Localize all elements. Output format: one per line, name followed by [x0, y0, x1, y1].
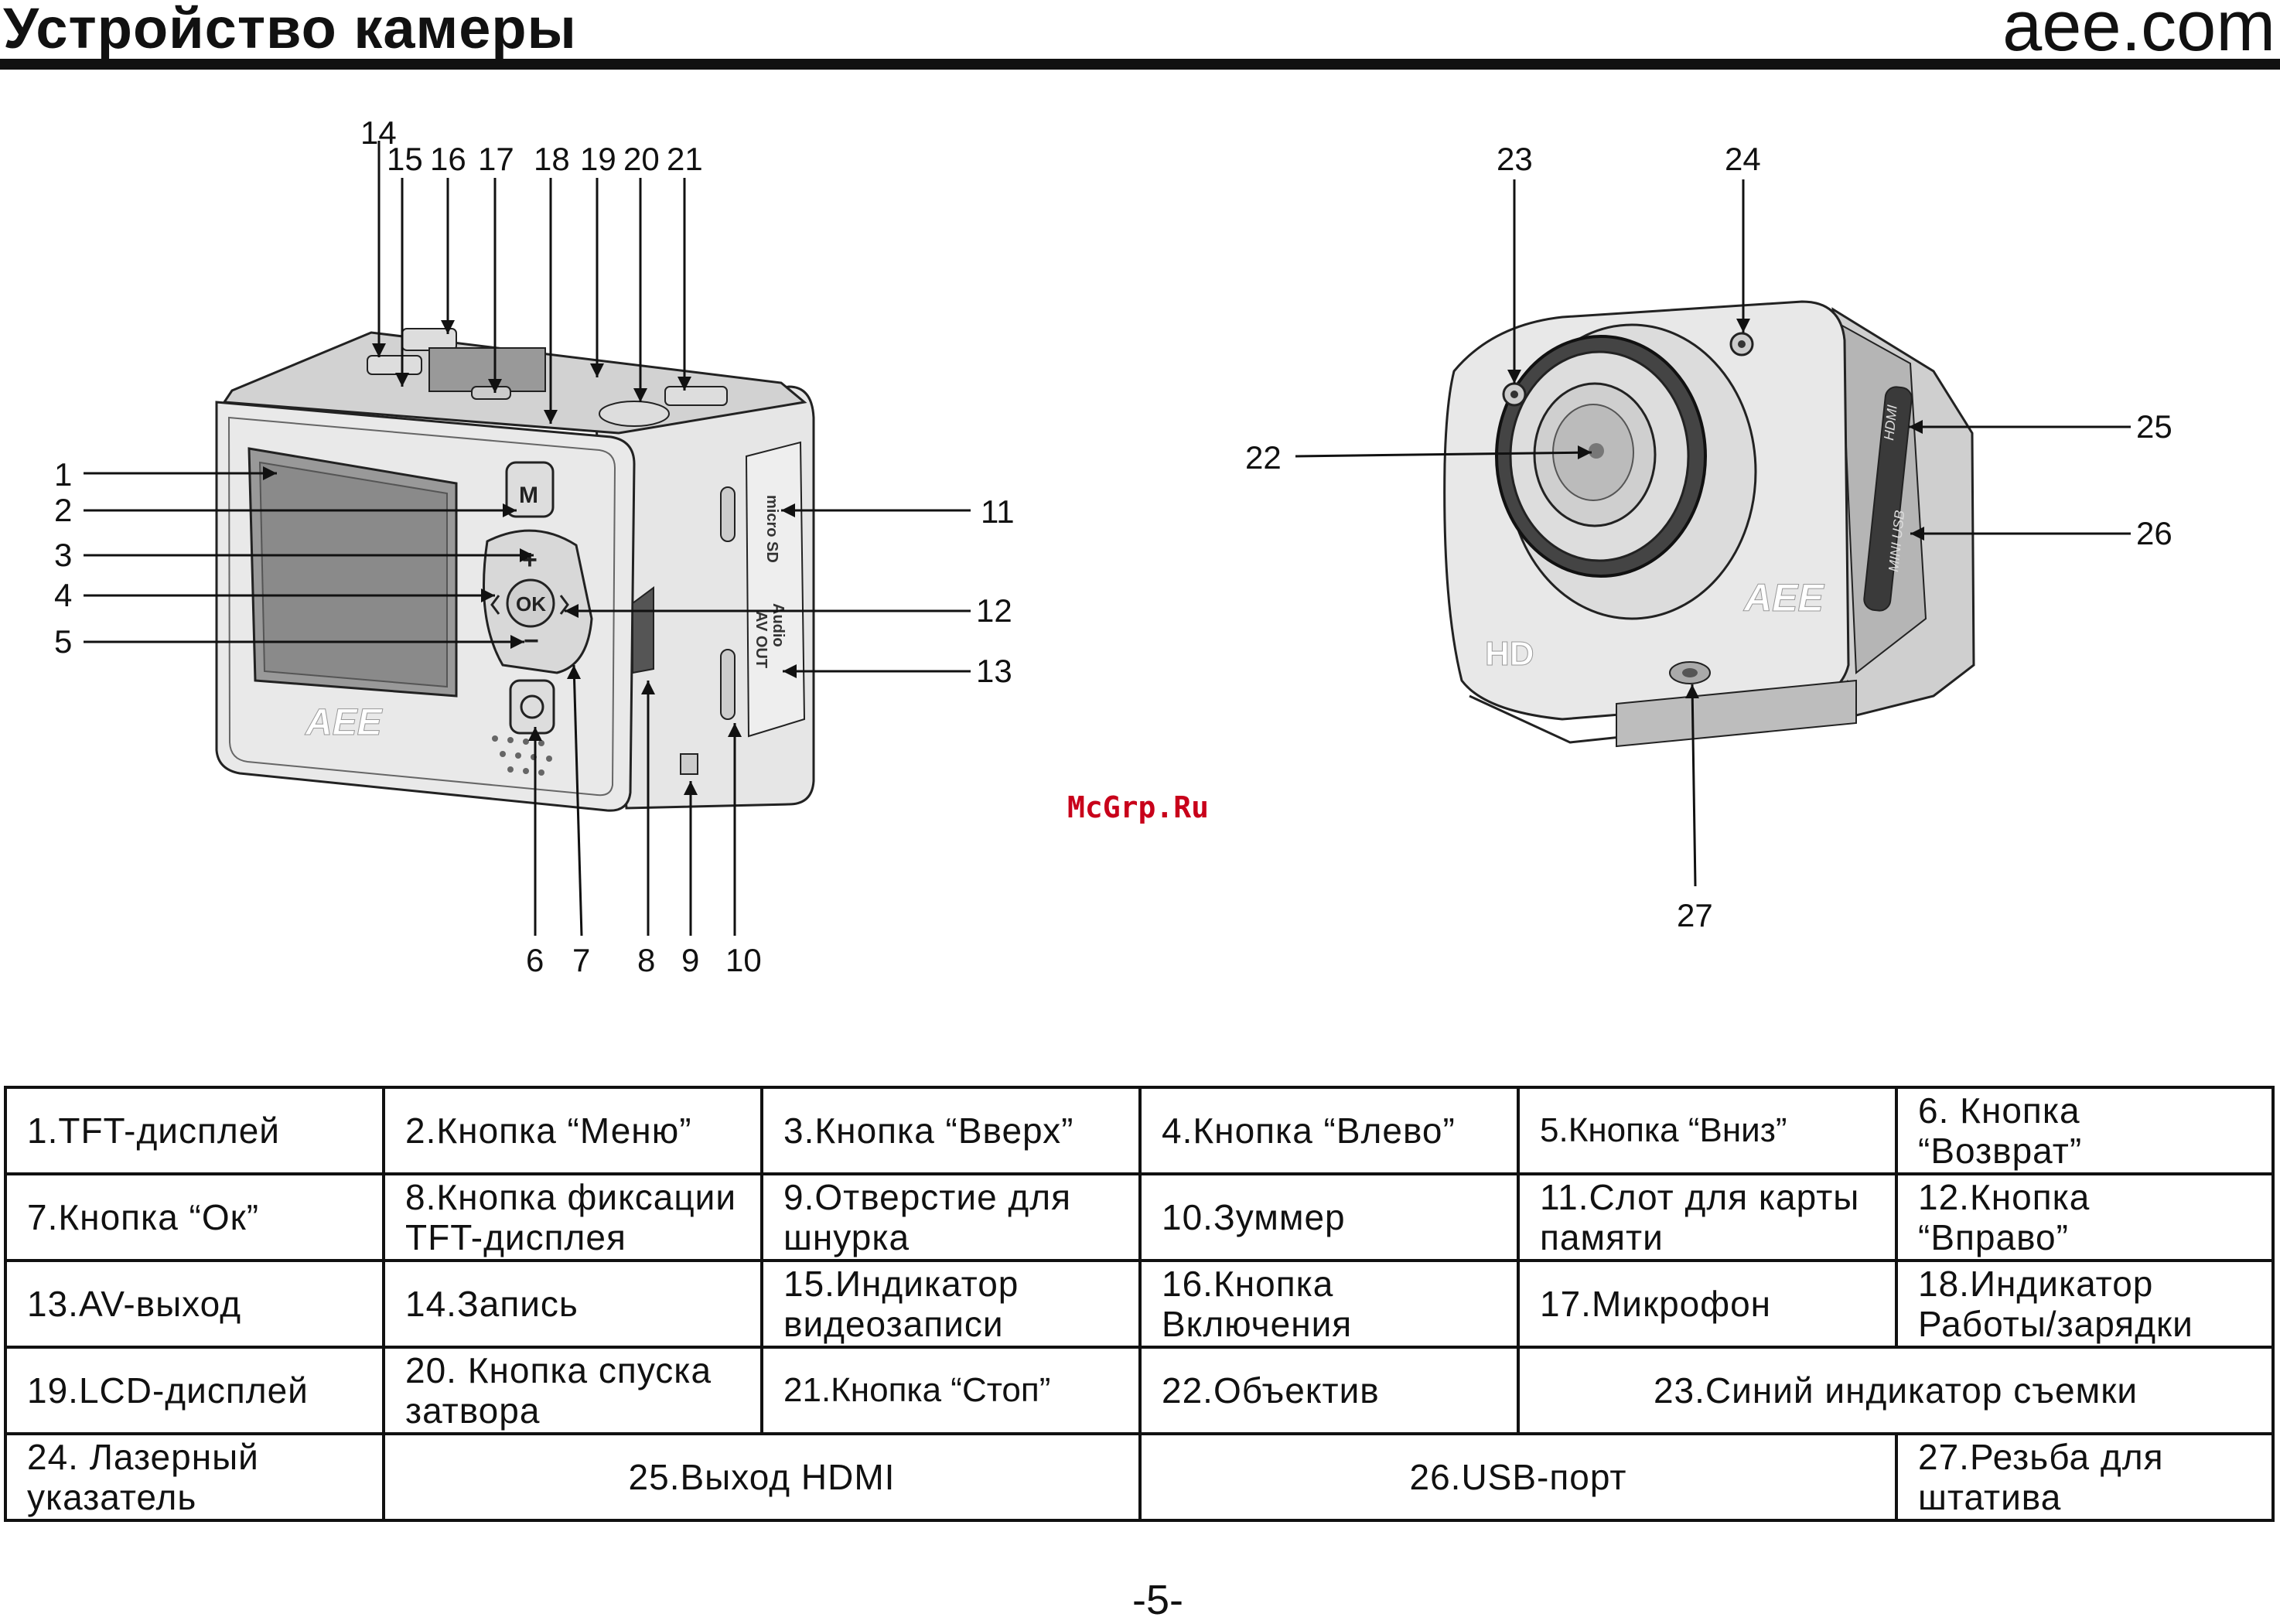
- table-row: 7.Кнопка “Ок” 8.Кнопка фиксации TFT-дисп…: [4, 1172, 2275, 1262]
- table-row: 24. Лазерный указатель 25.Выход HDMI 26.…: [4, 1432, 2275, 1522]
- front-callout-numbers: 1 2 3 4 5 6 7 8 9 10 11 12 13 14 15 16 1…: [54, 114, 1015, 978]
- table-cell: 19.LCD-дисплей: [4, 1346, 385, 1435]
- parts-table: 1.TFT-дисплей 2.Кнопка “Меню” 3.Кнопка “…: [4, 1086, 2275, 1522]
- table-row: 13.AV-выход 14.Запись 15.Индикатор видео…: [4, 1259, 2275, 1349]
- table-cell: 16.Кнопка Включения: [1138, 1259, 1520, 1349]
- minus-key-label: −: [524, 626, 539, 656]
- brand-website: aee.com: [2002, 0, 2275, 66]
- callout-17: 17: [478, 141, 514, 177]
- table-cell: 8.Кнопка фиксации TFT-дисплея: [382, 1172, 763, 1262]
- table-row: 19.LCD-дисплей 20. Кнопка спуска затвора…: [4, 1346, 2275, 1435]
- front-camera-illustration: M OK + − AEE micro SD Audio AV OUT: [215, 328, 815, 812]
- table-cell: 18.Индикатор Работы/зарядки: [1895, 1259, 2275, 1349]
- watermark: McGrp.Ru: [1067, 790, 1210, 824]
- table-cell: 12.Кнопка “Вправо”: [1895, 1172, 2275, 1262]
- hd-marking: HD: [1485, 635, 1534, 673]
- table-cell: 27.Резьба для штатива: [1895, 1432, 2275, 1522]
- front-logo: AEE: [305, 702, 384, 743]
- microsd-marking: micro SD: [763, 495, 780, 563]
- table-cell: 6. Кнопка “Возврат”: [1895, 1086, 2275, 1175]
- table-cell: 5.Кнопка “Вниз”: [1517, 1086, 1898, 1175]
- table-cell: 1.TFT-дисплей: [4, 1086, 385, 1175]
- table-cell: 7.Кнопка “Ок”: [4, 1172, 385, 1262]
- table-row: 1.TFT-дисплей 2.Кнопка “Меню” 3.Кнопка “…: [4, 1086, 2275, 1175]
- callout-22: 22: [1245, 439, 1282, 476]
- menu-key-label: M: [519, 483, 538, 508]
- table-cell: 20. Кнопка спуска затвора: [382, 1346, 763, 1435]
- front-callout-arrows: [263, 320, 797, 795]
- callout-9: 9: [681, 942, 699, 978]
- page-title: Устройство камеры: [3, 0, 577, 60]
- callout-10: 10: [725, 942, 762, 978]
- callout-13: 13: [976, 653, 1012, 689]
- table-cell: 10.Зуммер: [1138, 1172, 1520, 1262]
- table-cell: 3.Кнопка “Вверх”: [760, 1086, 1142, 1175]
- table-cell: 14.Запись: [382, 1259, 763, 1349]
- table-cell: 22.Объектив: [1138, 1346, 1520, 1435]
- av-out-marking: AV OUT: [753, 611, 770, 668]
- page-number: -5-: [1132, 1577, 1183, 1623]
- callout-1: 1: [54, 456, 72, 493]
- callout-18: 18: [534, 141, 570, 177]
- table-cell: 4.Кнопка “Влево”: [1138, 1086, 1520, 1175]
- table-cell: 15.Индикатор видеозаписи: [760, 1259, 1142, 1349]
- callout-24: 24: [1725, 141, 1761, 177]
- table-cell: 23.Синий индикатор съемки: [1517, 1346, 2275, 1435]
- ok-key-label: OK: [516, 592, 546, 616]
- title-divider: [0, 59, 2280, 70]
- callout-4: 4: [54, 577, 72, 613]
- callout-20: 20: [623, 141, 660, 177]
- callout-2: 2: [54, 492, 72, 528]
- hdmi-port-marking: HDMI: [1881, 404, 1900, 442]
- callout-19: 19: [580, 141, 616, 177]
- callout-5: 5: [54, 623, 72, 660]
- audio-marking: Audio: [770, 603, 787, 647]
- table-cell: 24. Лазерный указатель: [4, 1432, 385, 1522]
- callout-11: 11: [981, 493, 1015, 530]
- back-camera-illustration: HDMI MINI USB HD AEE: [1443, 300, 1975, 748]
- back-callout-arrows: [1507, 319, 1924, 698]
- callout-25: 25: [2136, 408, 2172, 445]
- table-cell: 17.Микрофон: [1517, 1259, 1898, 1349]
- callout-14: 14: [360, 114, 397, 151]
- back-logo: AEE: [1742, 576, 1824, 619]
- table-cell: 2.Кнопка “Меню”: [382, 1086, 763, 1175]
- callout-26: 26: [2136, 515, 2172, 551]
- callout-16: 16: [430, 141, 466, 177]
- table-cell: 25.Выход HDMI: [382, 1432, 1142, 1522]
- camera-diagram: M OK + − AEE micro SD Audio AV OUT: [54, 114, 2172, 978]
- callout-8: 8: [637, 942, 655, 978]
- callout-3: 3: [54, 537, 72, 573]
- table-cell: 11.Слот для карты памяти: [1517, 1172, 1898, 1262]
- table-cell: 13.AV-выход: [4, 1259, 385, 1349]
- callout-15: 15: [387, 141, 423, 177]
- callout-21: 21: [667, 141, 703, 177]
- callout-23: 23: [1497, 141, 1533, 177]
- back-callout-lines: [1295, 179, 2131, 887]
- back-callout-numbers: 22 23 24 25 26 27: [1245, 141, 2172, 933]
- callout-6: 6: [526, 942, 544, 978]
- table-cell: 26.USB-порт: [1138, 1432, 1898, 1522]
- callout-27: 27: [1677, 897, 1713, 933]
- table-cell: 9.Отверстие для шнурка: [760, 1172, 1142, 1262]
- callout-12: 12: [976, 592, 1012, 629]
- callout-7: 7: [572, 942, 590, 978]
- front-callout-lines: [84, 141, 971, 937]
- table-cell: 21.Кнопка “Стоп”: [760, 1346, 1142, 1435]
